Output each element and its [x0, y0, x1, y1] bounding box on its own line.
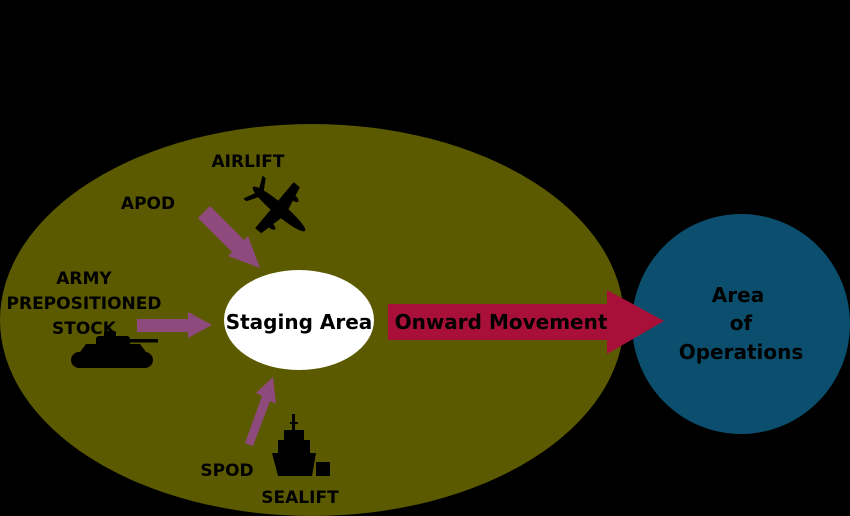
airlift-label: AIRLIFT [212, 152, 285, 172]
area-of-operations-circle [632, 214, 850, 434]
apod-inbound-arrow [198, 206, 260, 268]
onward-movement-label: Onward Movement [395, 310, 608, 334]
army-label-line1: ARMY [56, 269, 112, 289]
apod-label: APOD [121, 194, 175, 214]
tank-icon [71, 331, 158, 368]
spod-label: SPOD [200, 461, 253, 481]
army-stock-inbound-arrow [137, 312, 212, 338]
staging-area-ellipse [224, 270, 374, 370]
ops-label-line1: Area [712, 283, 764, 307]
spod-inbound-arrow [245, 377, 276, 446]
staging-area-label: Staging Area [226, 310, 373, 334]
army-label-line2: PREPOSITIONED [7, 294, 162, 314]
sealift-label: SEALIFT [261, 488, 339, 508]
army-label-line3: STOCK [52, 319, 117, 339]
ops-label-line2: of [730, 311, 753, 335]
ops-label-line3: Operations [679, 340, 804, 364]
ship-icon [272, 414, 330, 476]
onward-movement-arrow [388, 290, 664, 354]
airplane-icon [243, 175, 306, 234]
